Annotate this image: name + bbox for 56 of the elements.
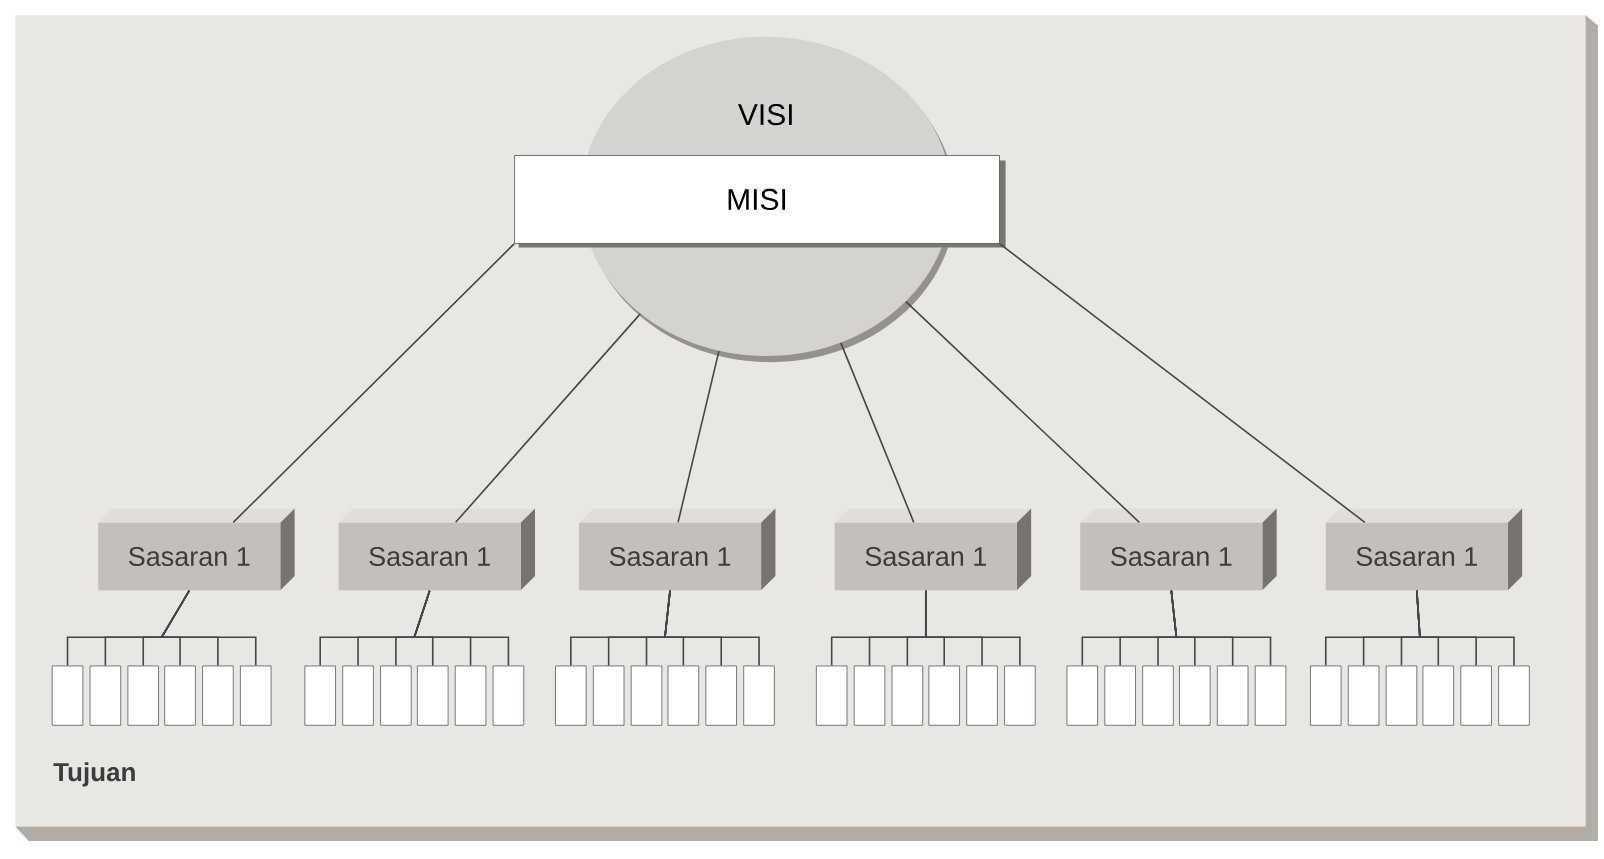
goal-box (1004, 665, 1036, 726)
goal-box (1498, 665, 1530, 726)
goal-box (891, 665, 924, 726)
goal-box (51, 665, 84, 726)
goal-box (966, 665, 998, 726)
goal-box (492, 665, 525, 726)
mission-box: MISI (514, 154, 1006, 248)
objective-box: Sasaran 1 (579, 508, 776, 591)
objective-box: Sasaran 1 (1080, 508, 1277, 591)
connector-line (999, 242, 1366, 523)
connector-line (840, 341, 915, 523)
goal-box (743, 665, 775, 726)
goal-box (1385, 665, 1418, 726)
goal-box (1142, 665, 1174, 726)
connector-line (1170, 589, 1272, 667)
section-label: Tujuan (53, 762, 135, 787)
goal-box (1460, 665, 1492, 726)
goal-box (127, 665, 159, 726)
goal-box (1347, 665, 1380, 726)
goal-box (853, 665, 886, 726)
connector-line (677, 350, 720, 523)
goal-box (240, 665, 272, 726)
objective-box: Sasaran 1 (98, 508, 295, 591)
goal-box (1104, 665, 1136, 726)
goal-box (705, 665, 737, 726)
connector-line (160, 589, 257, 667)
goal-box (342, 665, 374, 726)
connector-line (232, 242, 515, 523)
goal-box (454, 665, 487, 726)
goal-box (928, 665, 960, 726)
goal-box (630, 665, 663, 726)
goal-box (592, 665, 625, 726)
connector-line (905, 300, 1141, 523)
goal-box (89, 665, 122, 726)
goal-box (1216, 665, 1249, 726)
goal-box (417, 665, 449, 726)
connector-line (925, 589, 1021, 667)
goal-box (555, 665, 587, 726)
objective-box: Sasaran 1 (338, 508, 535, 591)
goal-box (1310, 665, 1342, 726)
objective-box: Sasaran 1 (1325, 508, 1523, 591)
goal-box (304, 665, 336, 726)
goal-box (1066, 665, 1099, 726)
goal-box (1422, 665, 1455, 726)
connector-line (1416, 589, 1515, 667)
connector-line (454, 312, 642, 523)
goal-box (815, 665, 848, 726)
goal-box (667, 665, 700, 726)
goal-box (380, 665, 412, 726)
objective-box: Sasaran 1 (834, 508, 1032, 591)
connector-line (413, 589, 510, 667)
goal-box (1254, 665, 1287, 726)
goal-box (202, 665, 234, 726)
goal-box (1179, 665, 1211, 726)
connector-line (664, 589, 760, 667)
goal-box (164, 665, 196, 726)
